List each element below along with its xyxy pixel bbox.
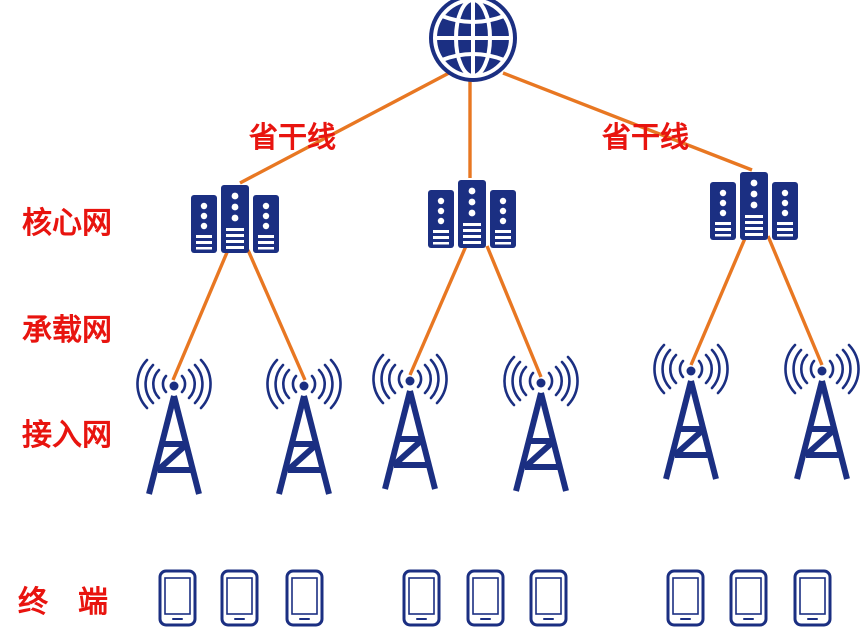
terminal-layer bbox=[158, 569, 832, 627]
connection-line bbox=[408, 245, 468, 376]
mobile-phone-icon bbox=[402, 569, 441, 627]
server-rack-icon bbox=[191, 185, 279, 253]
connection-links bbox=[171, 71, 824, 381]
cell-tower-icon bbox=[654, 345, 727, 479]
row-label-bearer-network: 承载网 bbox=[22, 313, 112, 348]
connection-line bbox=[766, 235, 824, 366]
cell-tower-icon bbox=[373, 355, 446, 489]
row-label-access-network: 接入网 bbox=[22, 418, 112, 453]
connection-line bbox=[246, 249, 307, 381]
mobile-phone-icon bbox=[220, 569, 259, 627]
row-label-core-network: 核心网 bbox=[22, 206, 112, 241]
connection-line bbox=[689, 235, 748, 366]
mobile-phone-icon bbox=[529, 569, 568, 627]
link-label-provincial-trunk-right: 省干线 bbox=[602, 120, 690, 154]
cell-tower-icon bbox=[504, 357, 577, 491]
connection-line bbox=[239, 71, 450, 185]
link-label-provincial-trunk-left: 省干线 bbox=[249, 120, 337, 154]
access-network-layer bbox=[137, 345, 858, 494]
connection-line bbox=[485, 245, 543, 378]
mobile-phone-icon bbox=[729, 569, 768, 627]
mobile-phone-icon bbox=[466, 569, 505, 627]
mobile-phone-icon bbox=[793, 569, 832, 627]
mobile-phone-icon bbox=[666, 569, 705, 627]
server-rack-icon bbox=[428, 180, 516, 248]
mobile-phone-icon bbox=[285, 569, 324, 627]
connection-line bbox=[171, 249, 230, 381]
row-label-terminal: 终 端 bbox=[18, 585, 108, 620]
globe-icon bbox=[429, 0, 517, 82]
server-rack-icon bbox=[710, 172, 798, 240]
mobile-phone-icon bbox=[158, 569, 197, 627]
connection-line bbox=[502, 71, 753, 172]
core-network-layer bbox=[191, 172, 798, 253]
cell-tower-icon bbox=[785, 345, 858, 479]
